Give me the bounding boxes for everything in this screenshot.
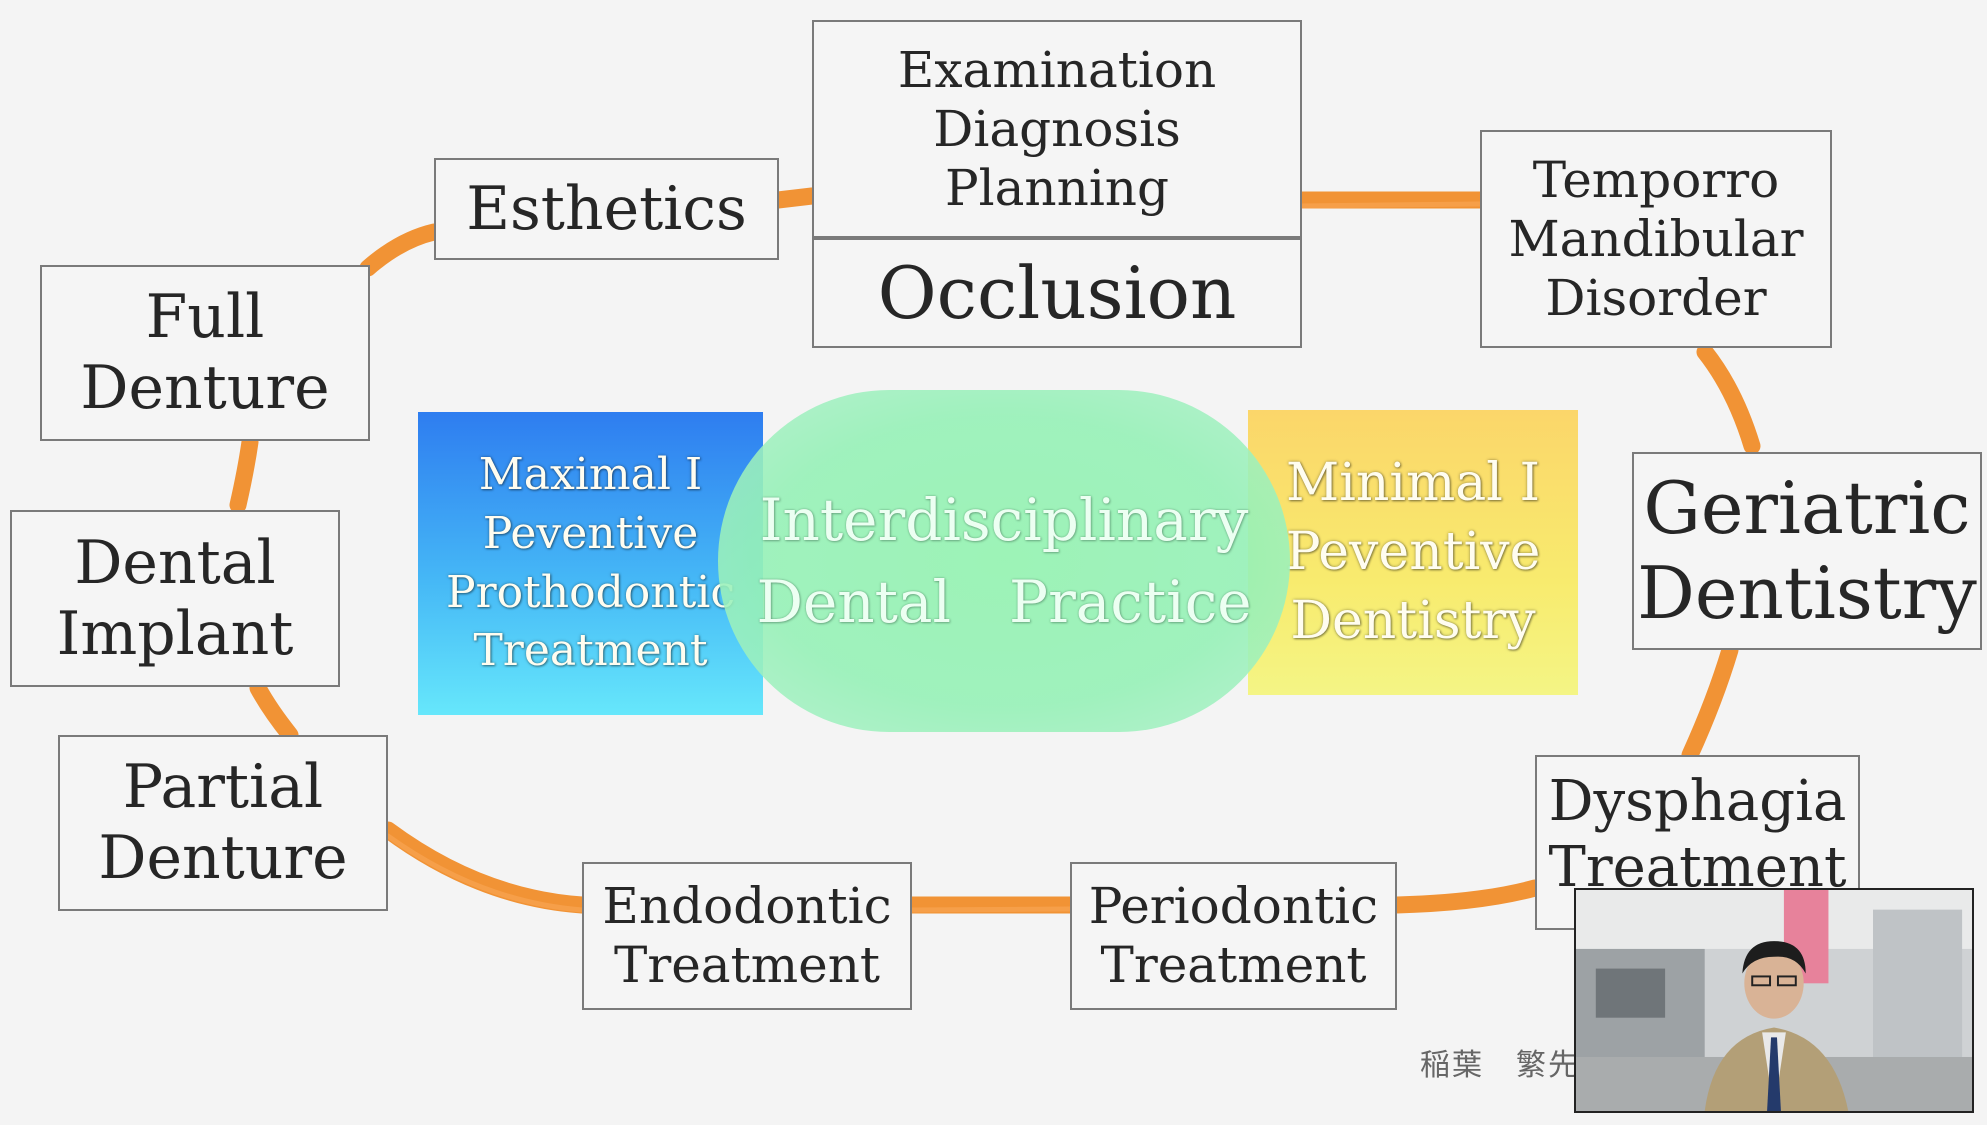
center-line-2: Dental Practice <box>756 568 1252 636</box>
full-denture-box: Full Denture <box>40 265 370 441</box>
partial-denture-line-1: Partial <box>122 752 324 823</box>
exam-line: Examination <box>897 40 1217 99</box>
tmd-line-1: Temporro <box>1532 150 1780 209</box>
partial-denture-box: Partial Denture <box>58 735 388 911</box>
esthetics-label: Esthetics <box>466 173 747 244</box>
maximal-line-3: Prothodontic <box>445 566 736 618</box>
periodontic-line-1: Periodontic <box>1088 877 1379 935</box>
maximal-intervention-panel: Maximal I Peventive Prothodontic Treatme… <box>418 412 763 715</box>
maximal-line-1: Maximal I <box>478 449 703 501</box>
periodontic-line-2: Treatment <box>1100 936 1367 994</box>
endodontic-box: Endodontic Treatment <box>582 862 912 1010</box>
tmd-line-3: Disorder <box>1545 268 1767 327</box>
speaker-caption: 稲葉 繁先 <box>1420 1048 1580 1083</box>
endodontic-line-1: Endodontic <box>602 877 892 935</box>
dysphagia-line-1: Dysphagia <box>1548 769 1847 834</box>
exam-diagnosis-planning-box: Examination Diagnosis Planning <box>812 20 1302 238</box>
interdisciplinary-center: Interdisciplinary Dental Practice <box>718 390 1290 732</box>
geriatric-line-1: Geriatric <box>1643 466 1971 551</box>
maximal-line-2: Peventive <box>482 507 699 559</box>
full-denture-line-1: Full <box>145 282 265 353</box>
periodontic-box: Periodontic Treatment <box>1070 862 1397 1010</box>
tmd-line-2: Mandibular <box>1508 209 1804 268</box>
minimal-line-2: Peventive <box>1285 521 1541 582</box>
occlusion-box: Occlusion <box>812 238 1302 348</box>
minimal-intervention-panel: Minimal I Peventive Dentistry <box>1248 410 1578 695</box>
center-line-1: Interdisciplinary <box>759 485 1249 554</box>
planning-line: Planning <box>944 158 1170 217</box>
occlusion-label: Occlusion <box>877 250 1237 335</box>
dental-implant-box: Dental Implant <box>10 510 340 687</box>
minimal-line-1: Minimal I <box>1285 452 1540 513</box>
dental-implant-line-2: Implant <box>56 598 294 669</box>
maximal-line-4: Treatment <box>473 625 708 677</box>
geriatric-line-2: Dentistry <box>1637 551 1977 635</box>
partial-denture-line-2: Denture <box>98 823 348 893</box>
geriatric-box: Geriatric Dentistry <box>1632 452 1982 650</box>
diagnosis-line: Diagnosis <box>933 99 1181 158</box>
esthetics-box: Esthetics <box>434 158 779 260</box>
tmd-box: Temporro Mandibular Disorder <box>1480 130 1832 348</box>
minimal-line-3: Dentistry <box>1290 591 1536 652</box>
dental-implant-line-1: Dental <box>74 527 276 598</box>
full-denture-line-2: Denture <box>80 353 330 423</box>
endodontic-line-2: Treatment <box>613 936 881 994</box>
speaker-video-thumbnail <box>1574 888 1974 1113</box>
